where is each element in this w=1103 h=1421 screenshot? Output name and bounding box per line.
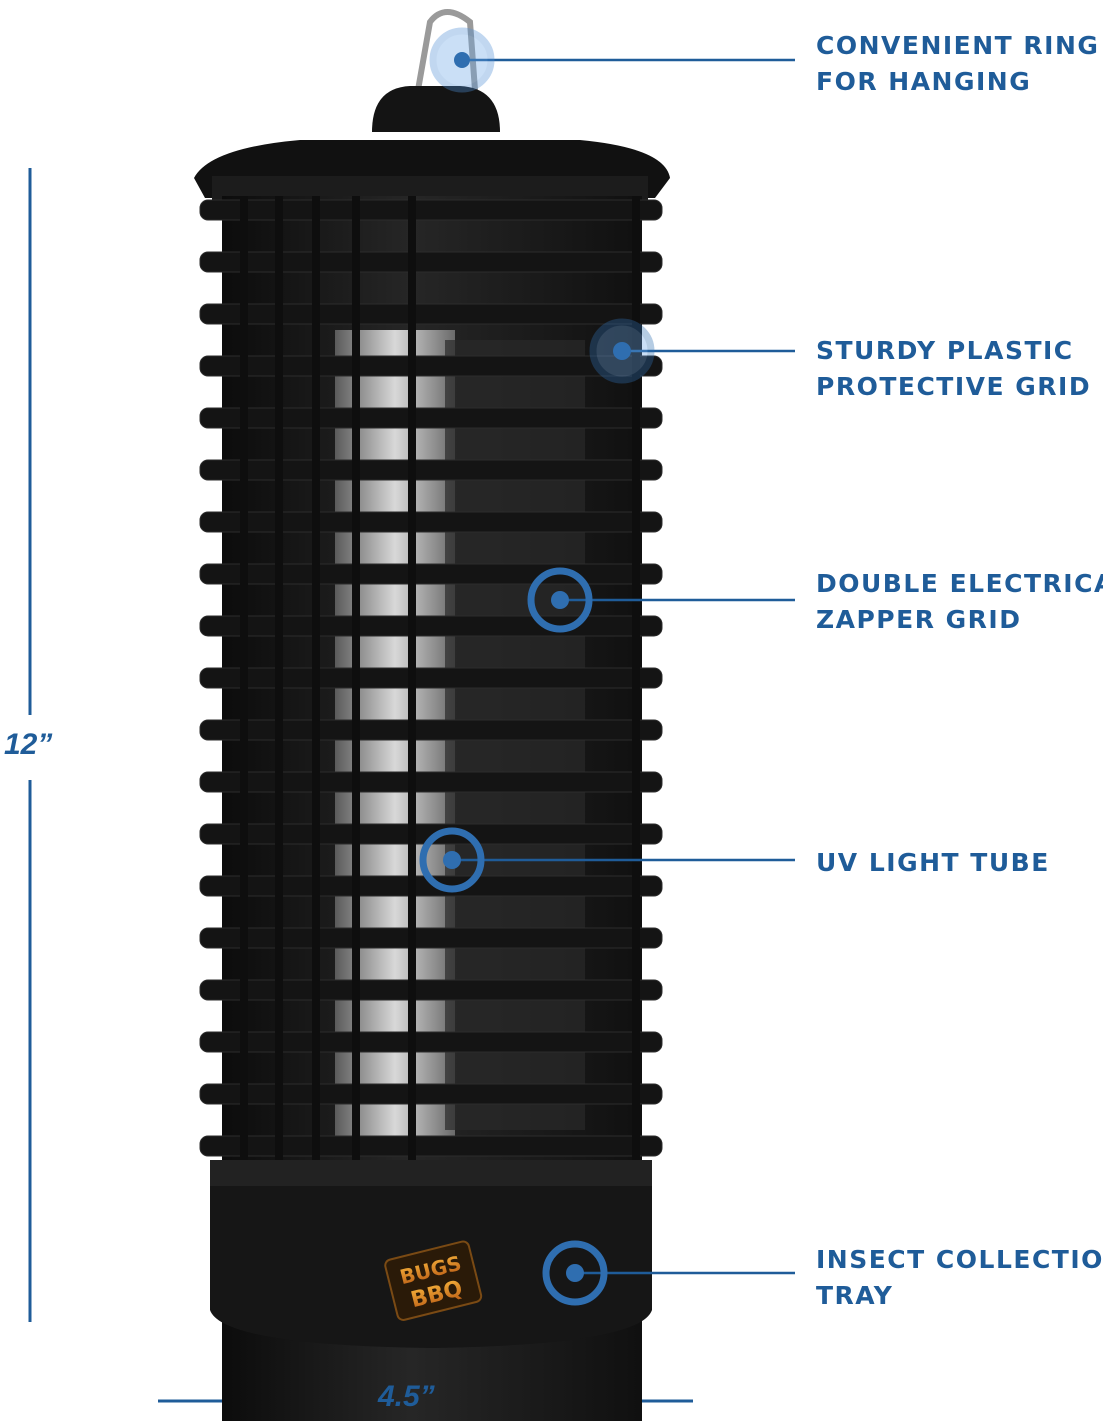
callout-hanging-ring: CONVENIENT RING FOR HANGING <box>816 28 1099 100</box>
grid-fin <box>199 1135 663 1157</box>
callout-connectors <box>452 58 795 1275</box>
hanging-ring <box>415 9 478 91</box>
grid-bar <box>240 196 248 1160</box>
callout-line: TRAY <box>816 1281 894 1310</box>
marker-uv-tube <box>419 827 485 893</box>
brand-logo: BUGS BBQ <box>384 1240 483 1321</box>
callout-uv-tube: UV LIGHT TUBE <box>816 845 1050 881</box>
grid-fin <box>199 927 663 949</box>
top-cap <box>194 86 670 200</box>
grid-fin <box>199 615 663 637</box>
grid-bar <box>632 196 640 1160</box>
grid-bar <box>275 196 283 1160</box>
width-label: 4.5” <box>378 1380 435 1413</box>
grid-fin <box>199 199 663 221</box>
grid-fin <box>199 1083 663 1105</box>
callout-line: DOUBLE ELECTRICAL <box>816 569 1103 598</box>
grid-fin <box>199 511 663 533</box>
callout-line: INSECT COLLECTION <box>816 1245 1103 1274</box>
grid-fin <box>199 563 663 585</box>
callout-line: STURDY PLASTIC <box>816 336 1074 365</box>
callout-line: ZAPPER GRID <box>816 605 1022 634</box>
vertical-grid-bars <box>240 196 640 1160</box>
grid-fin <box>199 719 663 741</box>
marker-zapper-grid <box>527 567 593 633</box>
grid-bar <box>352 196 360 1160</box>
grid-fin <box>199 251 663 273</box>
grid-fin <box>199 407 663 429</box>
marker-ring-hanging <box>429 27 495 93</box>
grid-bar <box>312 196 320 1160</box>
callout-zapper-grid: DOUBLE ELECTRICAL ZAPPER GRID <box>816 566 1103 638</box>
callout-collection-tray: INSECT COLLECTION TRAY <box>816 1242 1103 1314</box>
grid-fin <box>199 303 663 325</box>
marker-protective-grid <box>589 318 655 384</box>
grid-fin <box>199 667 663 689</box>
callout-line: UV LIGHT TUBE <box>816 848 1050 877</box>
marker-collection-tray <box>542 1240 608 1306</box>
callout-line: FOR HANGING <box>816 67 1032 96</box>
grid-fin <box>199 771 663 793</box>
grid-bar <box>408 196 416 1160</box>
callout-protective-grid: STURDY PLASTIC PROTECTIVE GRID <box>816 333 1091 405</box>
grid-fin <box>199 979 663 1001</box>
callout-line: PROTECTIVE GRID <box>816 372 1092 401</box>
height-label: 12” <box>4 728 53 761</box>
grid-fin <box>199 1031 663 1053</box>
grid-fin <box>199 459 663 481</box>
callout-line: CONVENIENT RING <box>816 31 1100 60</box>
